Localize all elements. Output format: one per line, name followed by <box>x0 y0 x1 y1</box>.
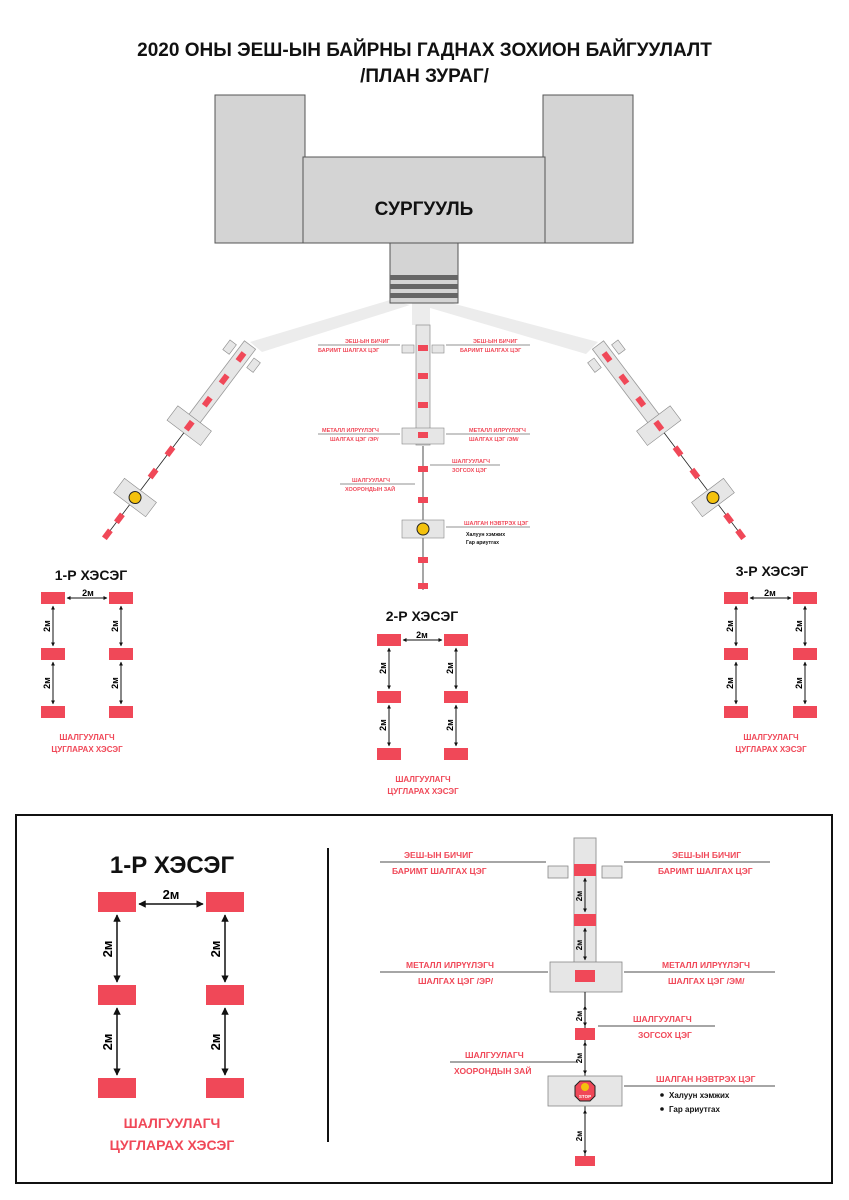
section-2-small: 2-Р ХЭСЭГ 2м ШАЛГУУЛАГЧ ЦУГЛАРАХ ХЭСЭГ <box>377 608 468 796</box>
c-metal-r-2: ШАЛГАХ ЦЭГ /ЭМ/ <box>469 437 519 443</box>
title-line-1: 2020 ОНЫ ЭЕШ-ЫН БАЙРНЫ ГАДНАХ ЗОХИОН БАЙ… <box>137 40 712 61</box>
d-entry-b1: Халуун хэмжих <box>669 1091 730 1100</box>
c-doc-l-2: БАРИМТ ШАЛГАХ ЦЭГ <box>318 348 380 354</box>
s3-d2: 2м <box>794 620 804 632</box>
c-doc-r-2: БАРИМТ ШАЛГАХ ЦЭГ <box>460 348 522 354</box>
detail-d3: 2м <box>100 1034 115 1051</box>
s3-gather-2: ЦУГЛАРАХ ХЭСЭГ <box>735 745 807 754</box>
detail-gather-2: ЦУГЛАРАХ ХЭСЭГ <box>110 1137 235 1153</box>
c-gap-1: ШАЛГУУЛАГЧ <box>352 478 390 484</box>
center-flow: ЭЕШ-ЫН БИЧИГ БАРИМТ ШАЛГАХ ЦЭГ ЭЕШ-ЫН БИ… <box>318 324 530 590</box>
s1-dist-h: 2м <box>82 588 94 598</box>
right-flow <box>587 339 747 541</box>
detail-d1: 2м <box>100 941 115 958</box>
d-metal-r-2: ШАЛГАХ ЦЭГ /ЭМ/ <box>668 976 745 986</box>
c-entry-b2: Гар ариутгах <box>466 540 499 546</box>
s2-d2: 2м <box>445 662 455 674</box>
s3-d4: 2м <box>794 677 804 689</box>
vertical-distance-labels: 2м 2м 2м 2м 2м 2м 2м 2м 2м 2м 2м 2м 2м 2… <box>42 620 804 1141</box>
s2-d3: 2м <box>378 719 388 731</box>
d-doc-l-1: ЭЕШ-ЫН БИЧИГ <box>404 850 473 860</box>
d-doc-r-1: ЭЕШ-ЫН БИЧИГ <box>672 850 741 860</box>
detail-d2: 2м <box>208 941 223 958</box>
s1-gather-1: ШАЛГУУЛАГЧ <box>59 733 115 742</box>
s1-d3: 2м <box>42 677 52 689</box>
c-doc-r-1: ЭЕШ-ЫН БИЧИГ <box>473 339 519 345</box>
s1-d4: 2м <box>110 677 120 689</box>
detail-d4: 2м <box>208 1034 223 1051</box>
c-gap-2: ХООРОНДЫН ЗАЙ <box>345 485 395 493</box>
s2-d4: 2м <box>445 719 455 731</box>
d-gap-1: ШАЛГУУЛАГЧ <box>465 1050 524 1060</box>
s3-d1: 2м <box>725 620 735 632</box>
school-building: СУРГУУЛЬ <box>214 94 634 354</box>
s2-gather-2: ЦУГЛАРАХ ХЭСЭГ <box>387 787 459 796</box>
c-stop-2: ЗОГСОХ ЦЭГ <box>452 468 488 474</box>
s1-d2: 2м <box>110 620 120 632</box>
detail-flow-d1: 2м <box>575 891 584 901</box>
c-doc-l-1: ЭЕШ-ЫН БИЧИГ <box>345 339 391 345</box>
section-3-title: 3-Р ХЭСЭГ <box>736 563 809 579</box>
s2-dist-h: 2м <box>416 630 428 640</box>
c-metal-l-2: ШАЛГАХ ЦЭГ /ЭР/ <box>330 437 379 443</box>
d-metal-l-1: МЕТАЛЛ ИЛРҮҮЛЭГЧ <box>406 960 494 970</box>
detail-section-title: 1-Р ХЭСЭГ <box>110 852 235 879</box>
section-3-small: 3-Р ХЭСЭГ 2м ШАЛГУУЛАГЧ ЦУГЛАРАХ ХЭСЭГ <box>724 563 817 754</box>
c-metal-r-1: МЕТАЛЛ ИЛРҮҮЛЭГЧ <box>469 428 526 434</box>
s3-d3: 2м <box>725 677 735 689</box>
d-entry: ШАЛГАН НЭВТРЭХ ЦЭГ <box>656 1074 756 1084</box>
s2-d1: 2м <box>378 662 388 674</box>
detail-gather-1: ШАЛГУУЛАГЧ <box>124 1115 221 1131</box>
detail-flow-d2: 2м <box>575 940 584 950</box>
detail-panel: 1-Р ХЭСЭГ 2м ШАЛГУУЛАГЧ ЦУГЛАРАХ ХЭСЭГ S… <box>15 814 833 1184</box>
page-title: 2020 ОНЫ ЭЕШ-ЫН БАЙРНЫ ГАДНАХ ЗОХИОН БАЙ… <box>0 38 849 90</box>
d-doc-r-2: БАРИМТ ШАЛГАХ ЦЭГ <box>658 866 753 876</box>
left-flow <box>101 339 261 541</box>
d-doc-l-2: БАРИМТ ШАЛГАХ ЦЭГ <box>392 866 487 876</box>
c-entry: ШАЛГАН НЭВТРЭХ ЦЭГ <box>464 521 529 527</box>
detail-flow-d4: 2м <box>575 1053 584 1063</box>
d-entry-b2: Гар ариутгах <box>669 1105 720 1114</box>
section-1-small: 1-Р ХЭСЭГ 2м ШАЛГУУЛАГЧ ЦУГЛАРАХ ХЭСЭГ <box>41 567 133 754</box>
section-1-title: 1-Р ХЭСЭГ <box>55 567 128 583</box>
s2-gather-1: ШАЛГУУЛАГЧ <box>395 775 451 784</box>
stop-sign-text: STOP <box>579 1094 591 1099</box>
d-stop-1: ШАЛГУУЛАГЧ <box>633 1014 692 1024</box>
s3-dist-h: 2м <box>764 588 776 598</box>
c-stop-1: ШАЛГУУЛАГЧ <box>452 459 490 465</box>
s1-d1: 2м <box>42 620 52 632</box>
c-entry-b1: Халуун хэмжих <box>466 532 505 538</box>
d-metal-l-2: ШАЛГАХ ЦЭГ /ЭР/ <box>418 976 494 986</box>
d-gap-2: ХООРОНДЫН ЗАЙ <box>454 1065 531 1076</box>
building-label: СУРГУУЛЬ <box>375 199 474 220</box>
section-2-title: 2-Р ХЭСЭГ <box>386 608 459 624</box>
s1-gather-2: ЦУГЛАРАХ ХЭСЭГ <box>51 745 123 754</box>
detail-dist-h: 2м <box>163 887 180 902</box>
title-line-2: /ПЛАН ЗУРАГ/ <box>360 66 489 87</box>
c-metal-l-1: МЕТАЛЛ ИЛРҮҮЛЭГЧ <box>322 428 379 434</box>
d-metal-r-1: МЕТАЛЛ ИЛРҮҮЛЭГЧ <box>662 960 750 970</box>
d-stop-2: ЗОГСОХ ЦЭГ <box>638 1030 692 1040</box>
s3-gather-1: ШАЛГУУЛАГЧ <box>743 733 799 742</box>
detail-flow-d3: 2м <box>575 1011 584 1021</box>
detail-flow-d5: 2м <box>575 1131 584 1141</box>
